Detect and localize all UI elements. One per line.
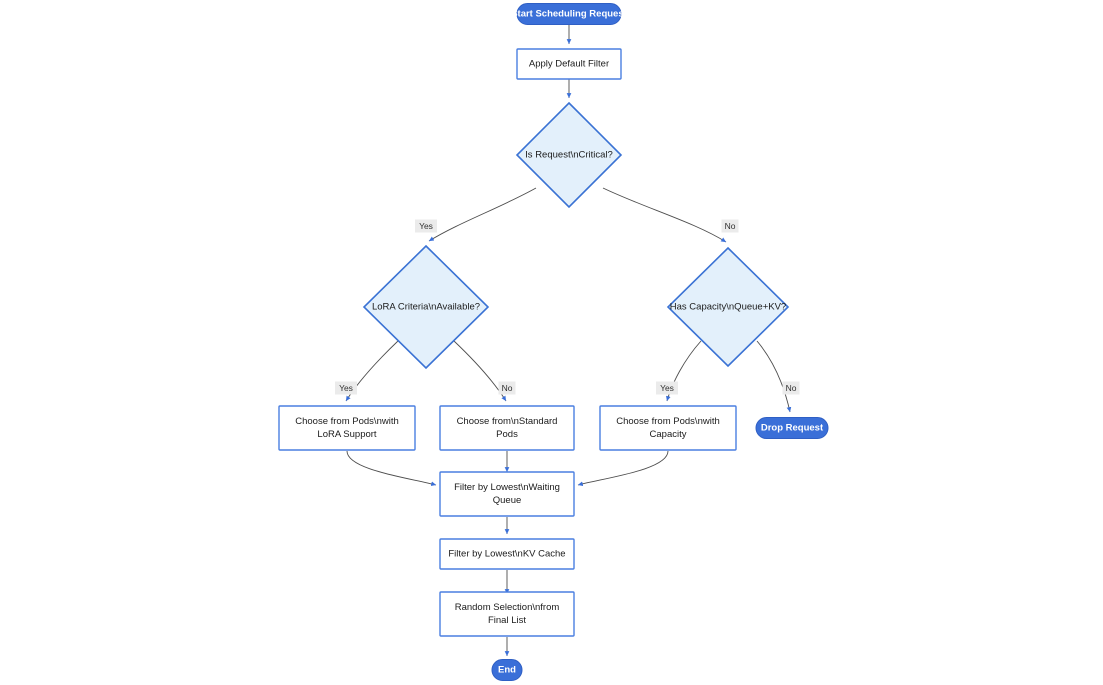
node-label-filter_kv: Filter by Lowest\nKV Cache — [448, 549, 565, 560]
edge-lora_criteria-to-choose_lora — [345, 339, 400, 402]
edge-has_capacity-to-drop_request — [756, 340, 792, 413]
node-shape-rect — [439, 471, 575, 517]
node-label-filter_queue: Filter by Lowest\nWaiting — [454, 482, 560, 493]
node-shape-rect — [599, 405, 737, 451]
node-label-apply_filter: Apply Default Filter — [529, 59, 609, 70]
node-shape-stadium — [755, 417, 829, 439]
node-has_capacity[interactable]: Has Capacity\nQueue+KV? — [666, 246, 790, 368]
edge-is_critical-to-has_capacity — [602, 187, 727, 243]
node-label-end: End — [498, 665, 516, 676]
edge-label-background — [656, 381, 678, 395]
edge-label-background — [721, 219, 739, 233]
node-label-is_critical: Is Request\nCritical? — [525, 150, 613, 161]
node-shape-rect — [439, 405, 575, 451]
edge-label-no: No — [725, 221, 736, 231]
node-shape-rect — [278, 405, 416, 451]
node-label-random_selection: Final List — [488, 615, 526, 626]
node-label-filter_queue: Queue — [493, 495, 522, 506]
node-label-choose_lora: LoRA Support — [317, 429, 377, 440]
node-label-choose_standard: Choose from\nStandard — [457, 416, 558, 427]
node-filter_kv[interactable]: Filter by Lowest\nKV Cache — [439, 538, 575, 570]
node-shape-rect — [516, 48, 622, 80]
edge-label-background — [415, 219, 437, 233]
edge-label-background — [782, 381, 800, 395]
edge-label-yes: Yes — [419, 221, 433, 231]
node-label-start: Start Scheduling Request — [511, 9, 627, 20]
edge-label-yes: Yes — [660, 383, 674, 393]
node-label-choose_lora: Choose from Pods\nwith — [295, 416, 399, 427]
node-shape-diamond — [362, 244, 490, 370]
edge-choose_capacity-to-filter_queue — [577, 450, 669, 486]
edge-choose_lora-to-filter_queue — [346, 450, 437, 486]
node-label-random_selection: Random Selection\nfrom — [455, 602, 560, 613]
node-shape-rect — [439, 591, 575, 637]
node-shape-diamond — [666, 246, 790, 368]
node-lora_criteria[interactable]: LoRA Criteria\nAvailable? — [362, 244, 490, 370]
edge-lora_criteria-to-choose_standard — [453, 340, 507, 402]
node-shape-rect — [439, 538, 575, 570]
edge-label-no: No — [502, 383, 513, 393]
node-label-has_capacity: Has Capacity\nQueue+KV? — [670, 302, 786, 313]
node-label-choose_capacity: Capacity — [650, 429, 687, 440]
node-is_critical[interactable]: Is Request\nCritical? — [515, 101, 623, 209]
node-label-drop_request: Drop Request — [761, 423, 824, 434]
node-shape-stadium — [516, 3, 622, 25]
node-shape-diamond — [515, 101, 623, 209]
node-apply_filter[interactable]: Apply Default Filter — [516, 48, 622, 80]
node-shape-stadium — [491, 659, 523, 681]
edge-has_capacity-to-choose_capacity — [666, 340, 702, 402]
edge-layer — [345, 25, 792, 657]
edge-is_critical-to-lora_criteria — [428, 187, 537, 242]
edge-label-background — [335, 381, 357, 395]
edge-label-background — [498, 381, 516, 395]
node-label-choose_standard: Pods — [496, 429, 518, 440]
node-label-choose_capacity: Choose from Pods\nwith — [616, 416, 720, 427]
node-end[interactable]: End — [491, 659, 523, 681]
node-drop_request[interactable]: Drop Request — [755, 417, 829, 439]
edge-label-yes: Yes — [339, 383, 353, 393]
node-start[interactable]: Start Scheduling Request — [511, 3, 628, 25]
edge-label-no: No — [786, 383, 797, 393]
node-label-lora_criteria: LoRA Criteria\nAvailable? — [372, 302, 480, 313]
